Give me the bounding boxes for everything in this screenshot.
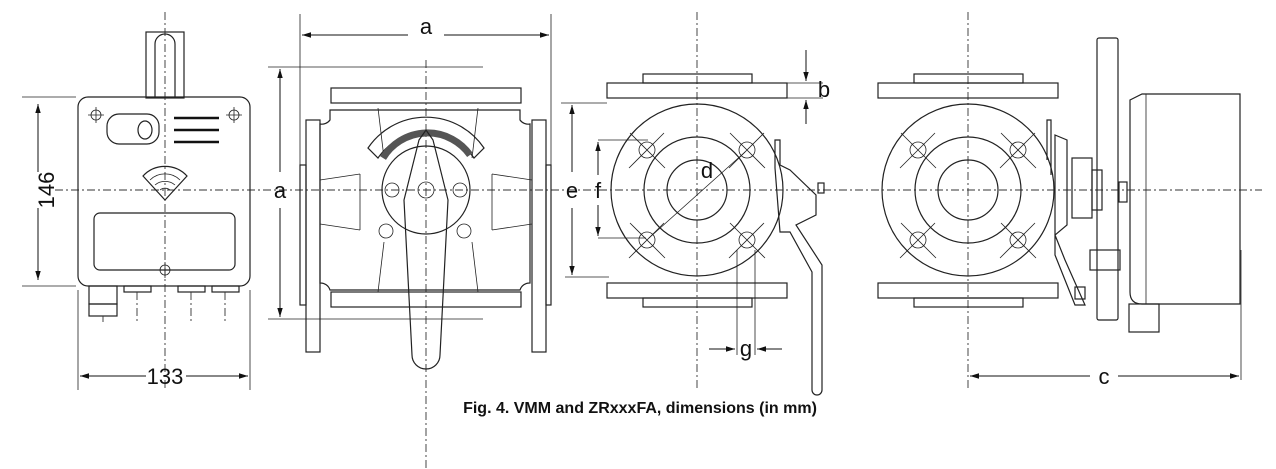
figure-caption: Fig. 4. VMM and ZRxxxFA, dimensions (in … [463,400,817,417]
dimension-label-f: f [595,178,602,203]
dimension-label-146: 146 [34,172,59,209]
valve-front-view [268,14,552,469]
dimension-label-c: c [1099,364,1110,389]
dimension-label-e: e [566,178,578,203]
actuator-front-view [22,12,251,390]
dimension-label-b: b [818,77,830,102]
dimension-label-a-side: a [274,178,287,203]
valve-side-view [561,12,825,396]
dimension-label-133: 133 [147,364,184,389]
valve-actuator-side-view [877,12,1242,390]
dimension-label-d: d [701,158,713,183]
dimension-label-a-top: a [420,14,433,39]
dimension-label-g: g [740,336,752,361]
